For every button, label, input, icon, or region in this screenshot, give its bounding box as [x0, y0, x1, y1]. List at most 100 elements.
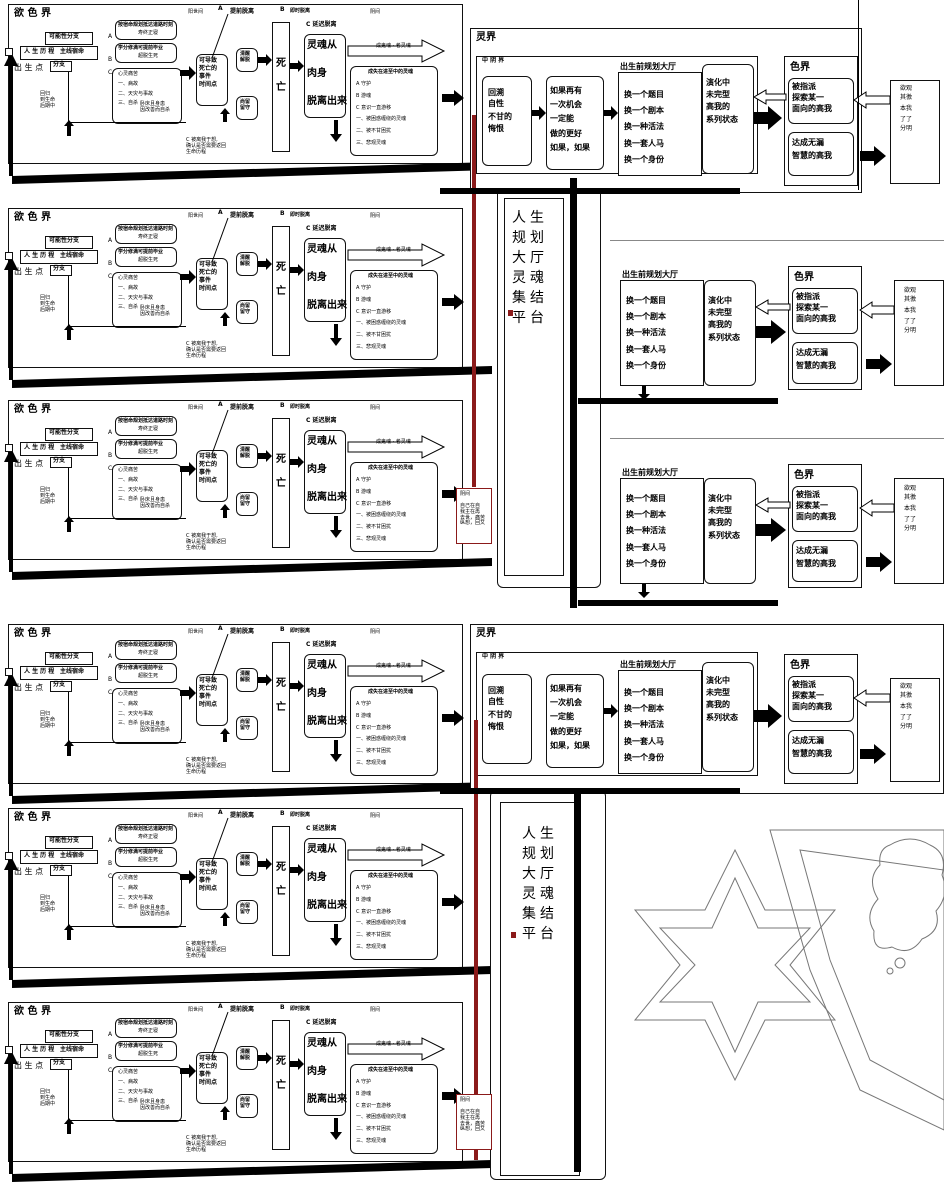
a-letter: A	[218, 1004, 223, 1011]
label-c-mark: C	[108, 70, 112, 77]
arrow-right-icon	[290, 680, 304, 692]
arrow-right-icon	[860, 146, 886, 166]
divider-line	[858, 0, 859, 190]
arrow-right-icon	[754, 106, 782, 130]
branch-label: 分支	[53, 266, 65, 273]
b-letter: B	[280, 811, 285, 818]
yin-note-title: 阴间	[460, 492, 470, 498]
a-branch-line	[210, 818, 230, 862]
birth-marker	[5, 48, 13, 56]
learn-box-label: 学分修满可提前毕业	[118, 250, 163, 256]
life-path-row: 欲 色 界 可能性分支 人 生 历 程 主线宿命 分支 出 生 点 回归到生命后…	[0, 398, 465, 593]
connector-line	[68, 926, 186, 927]
yin-note-text: 自己在自我主在再去世，痛苦纵想，回又	[460, 504, 485, 527]
yang-label: 阳世间	[188, 814, 203, 820]
yin-label: 阴间	[370, 406, 380, 412]
timeline-wedge	[12, 558, 492, 580]
tail-box	[894, 478, 944, 584]
learn-box-label: 学分修满可提前毕业	[118, 1044, 163, 1050]
label-a-mark: A	[108, 238, 112, 245]
arrow-right-icon	[442, 894, 464, 910]
possible-branch-label: 可能性分支	[49, 34, 79, 41]
tail-box	[890, 678, 940, 782]
soul-label: 肉身	[307, 872, 327, 884]
recall-label: 回归到生命后期中	[40, 1090, 55, 1107]
arrow-right-icon	[180, 870, 196, 884]
a-branch-line	[210, 14, 230, 58]
trunk-line	[9, 64, 13, 176]
red-marker	[511, 932, 516, 938]
hall-block: 出生前规划大厅 换一个题目换一个剧本换一种活法换一套人马换一个身份 演化中未完型…	[610, 240, 944, 390]
birth-marker	[5, 852, 13, 860]
clear-label: 清醒解脱	[240, 1050, 250, 1062]
ghost-list: A 守护B 游魂C 意识一直游移一、被困惑缠绕的灵魂二、被不甘困扰三、悲观灵魂	[356, 702, 406, 767]
a-branch-line	[210, 634, 230, 678]
arrow-left-icon	[854, 690, 890, 706]
connector-line	[68, 742, 186, 743]
achieve-label: 达成无漏智慧的高我	[796, 348, 836, 370]
desire-realm-title: 欲 色 界	[14, 212, 51, 224]
a-letter: A	[218, 6, 223, 13]
soul-label: 灵魂从	[307, 844, 337, 856]
label-b-mark: B	[108, 1055, 112, 1062]
learn-box-sub: 超脱生死	[138, 258, 158, 264]
label-b-mark: B	[108, 861, 112, 868]
arrow-right-icon	[604, 106, 618, 120]
c-label: C 延迟脱离	[306, 642, 337, 649]
life-path-row: 欲 色 界 可能性分支 人 生 历 程 主线宿命 分支 出 生 点 回归到生命后…	[0, 1000, 465, 1195]
arrow-right-icon	[866, 354, 892, 374]
plan-box-sub: 寿终正寝	[138, 235, 158, 241]
connector-bar	[578, 398, 778, 404]
clear-label: 清醒解脱	[240, 52, 250, 64]
a-branch-line	[210, 410, 230, 454]
c-label: C 延迟脱离	[306, 22, 337, 29]
learn-box-sub: 超脱生死	[138, 54, 158, 60]
achieve-label: 达成无漏智慧的高我	[796, 546, 836, 568]
possible-branch-label: 可能性分支	[49, 1032, 79, 1039]
soul-label: 肉身	[307, 464, 327, 476]
plan-box-sub: 寿终正寝	[138, 31, 158, 37]
clear-label: 清醒解脱	[240, 448, 250, 460]
achieve-label: 达成无漏智慧的高我	[792, 138, 832, 160]
b-letter: B	[280, 7, 285, 14]
assigned-label: 被指派探索某一面向的高我	[796, 490, 836, 522]
soul-label: 脱离出来	[307, 1094, 347, 1106]
induce-label: 可导致死亡的事件时间点	[199, 862, 217, 893]
change-list: 换一个题目换一个剧本换一种活法换一套人马换一个身份	[626, 296, 666, 370]
a-letter: A	[218, 810, 223, 817]
arrow-right-icon	[756, 518, 786, 542]
platform-label: 人生规划大厅灵魂集结平台	[512, 210, 548, 327]
a-letter: A	[218, 210, 223, 217]
yang-label: 阳世间	[188, 214, 203, 220]
hall-title: 出生前规划大厅	[622, 468, 678, 477]
branch-label: 分支	[53, 62, 65, 69]
if-again-label: 如果再有一次机会一定能做的更好如果，如果	[550, 86, 590, 152]
ghost-list-title: 成失在进至中的灵魂	[368, 874, 413, 880]
arrow-up-icon	[220, 1106, 230, 1120]
possible-branch-label: 可能性分支	[49, 838, 79, 845]
label-b-mark: B	[108, 261, 112, 268]
a-label: 提前脱离	[230, 629, 254, 636]
yin-label: 阴间	[370, 10, 380, 16]
trunk-line	[9, 1062, 13, 1174]
platform-spine	[574, 790, 581, 1172]
red-line	[472, 115, 476, 487]
c-label: C 延迟脱离	[306, 226, 337, 233]
life-history-label: 人 生 历 程	[24, 49, 54, 56]
birth-point-label: 出 生 点	[14, 1061, 43, 1070]
learn-box-sub: 超脱生死	[138, 1052, 158, 1058]
assigned-label: 被指派探索某一面向的高我	[792, 82, 832, 114]
arrow-up-icon	[220, 312, 230, 326]
arrow-right-icon	[866, 552, 892, 572]
arrow-down-icon	[638, 584, 650, 598]
timeline-wedge	[12, 1160, 492, 1182]
life-history-label: 人 生 历 程	[24, 669, 54, 676]
b-label: 即时脱离	[290, 813, 310, 819]
yin-note-text: 自己在自我主在再去世，痛苦纵想，回又	[460, 1110, 485, 1133]
label-a-mark: A	[108, 1032, 112, 1039]
change-list: 换一个题目换一个剧本换一种活法换一套人马换一个身份	[624, 688, 664, 762]
arrow-right-icon	[290, 456, 304, 468]
yin-label: 阴间	[370, 630, 380, 636]
trunk-line	[9, 868, 13, 980]
